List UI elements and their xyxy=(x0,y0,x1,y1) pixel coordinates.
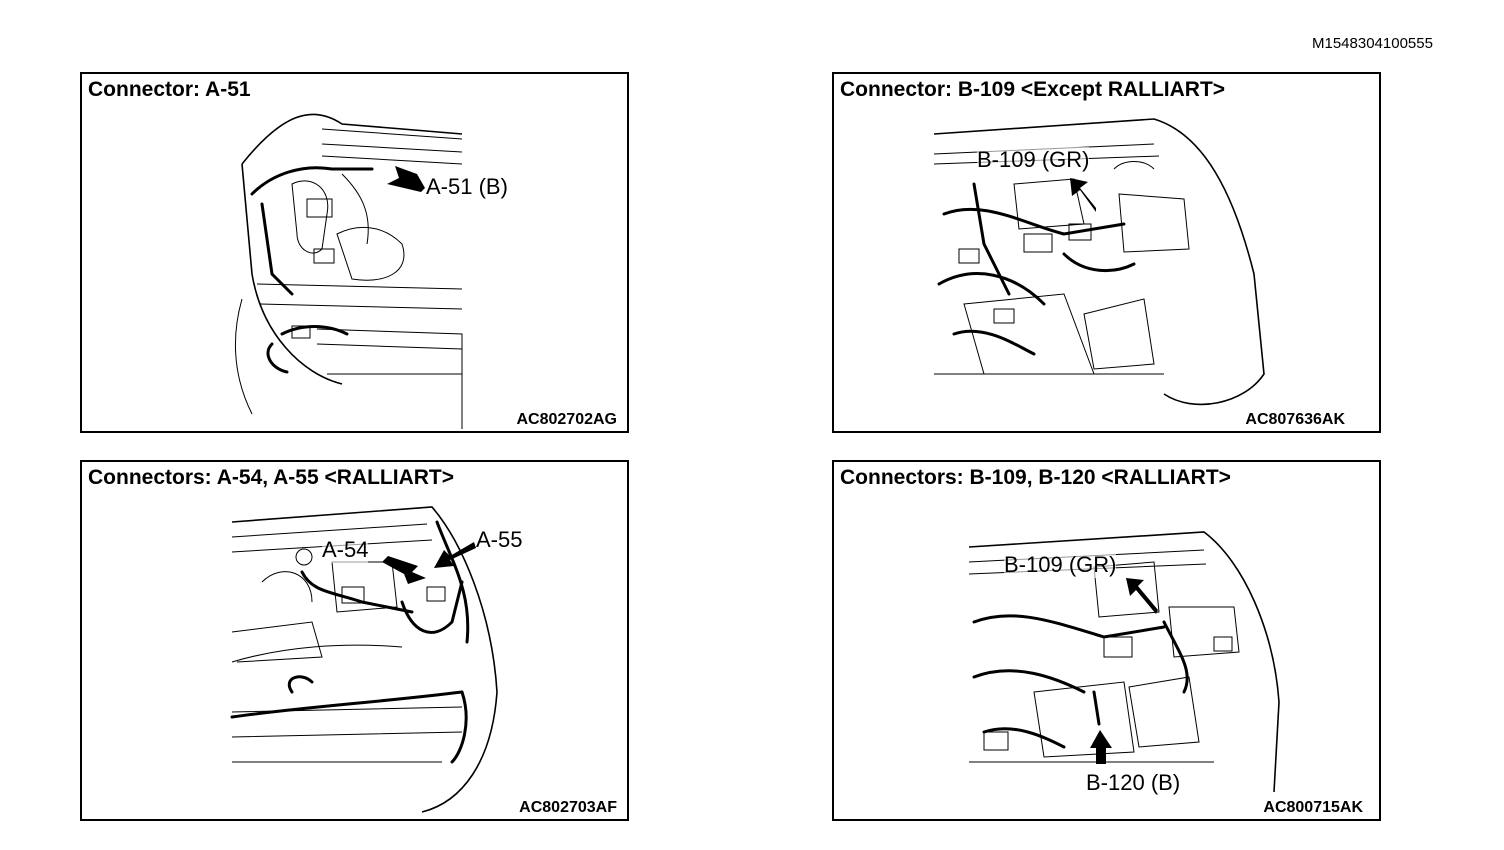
arrow-b120 xyxy=(1090,730,1112,764)
panel-title: Connector: A-51 xyxy=(88,78,251,101)
arrow-b109 xyxy=(1126,578,1158,614)
engine-bay-illustration xyxy=(968,531,1280,793)
figure-code: AC800715AK xyxy=(1263,799,1363,816)
callout-b109: B-109 (GR) xyxy=(1004,552,1117,578)
panel-connectors-a54-a55-ralliart: Connectors: A-54, A-55 <RALLIART> A-54 A… xyxy=(80,460,629,821)
figure-code: AC802703AF xyxy=(519,799,617,816)
panel-title: Connectors: B-109, B-120 <RALLIART> xyxy=(840,466,1231,489)
figure-code: AC802702AG xyxy=(516,411,618,428)
callout-b109: B-109 (GR) xyxy=(977,147,1090,173)
panel-connector-a51: Connector: A-51 A-51 (B) AC802702AG xyxy=(80,72,629,433)
callout-a51: A-51 (B) xyxy=(426,174,508,200)
engine-bay-illustration xyxy=(234,113,463,429)
panel-connector-b109-except-ralliart: Connector: B-109 <Except RALLIART> B-109… xyxy=(832,72,1381,433)
engine-bay-illustration xyxy=(933,118,1265,406)
arrow-a55 xyxy=(434,542,476,568)
callout-b120: B-120 (B) xyxy=(1086,770,1181,796)
callout-a54: A-54 xyxy=(322,537,369,563)
panel-connectors-b109-b120-ralliart: Connectors: B-109, B-120 <RALLIART> B-10… xyxy=(832,460,1381,821)
document-id: M1548304100555 xyxy=(1312,35,1433,52)
panel-title: Connectors: A-54, A-55 <RALLIART> xyxy=(88,466,454,489)
arrow-a51 xyxy=(387,166,425,192)
engine-bay-illustration xyxy=(230,506,498,813)
callout-a55: A-55 xyxy=(476,527,523,553)
figure-code: AC807636AK xyxy=(1245,411,1345,428)
panel-title: Connector: B-109 <Except RALLIART> xyxy=(840,78,1226,101)
arrow-b109 xyxy=(1070,178,1096,212)
arrow-a54 xyxy=(382,556,426,584)
